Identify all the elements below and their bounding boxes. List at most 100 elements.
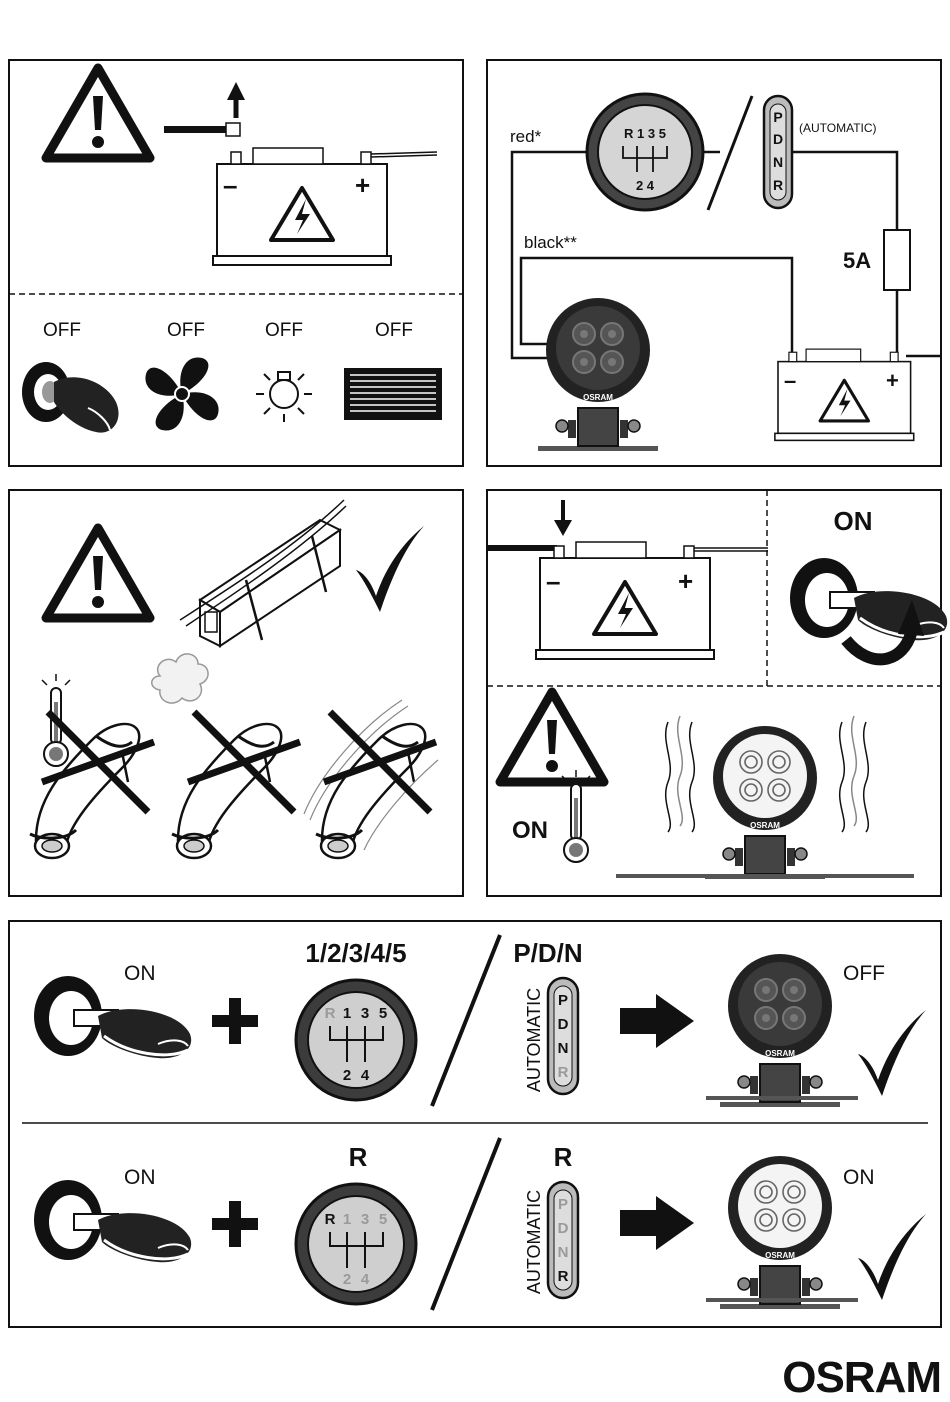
gear-title: 1/2/3/4/5 [305,938,406,968]
gear-letter-2: 2 [343,1271,351,1288]
gear-top-labels: R 1 3 5 [624,126,666,141]
automatic-selector-icon: P D N R [548,1182,578,1298]
ignition-key-icon [22,362,119,433]
fan-icon [145,357,218,430]
row-forward-gear: ON 1/2/3/4/5 R 1 3 5 2 4 P/D/N AUTOMATIC… [34,935,926,1107]
auto-letter-p: P [773,109,782,125]
automatic-selector-icon: P D N R [548,978,578,1094]
auto-letter-r: R [558,1064,569,1081]
battery-minus-label: – [223,170,237,200]
fan-off-label: OFF [167,320,205,341]
mount-line [706,1096,858,1100]
fuse-rating-label: 5A [843,248,871,273]
auto-title: P/D/N [513,938,582,968]
gear-letter-1: 1 [343,1005,351,1022]
auto-letter-d: D [773,131,783,147]
exhaust-steam-icon [152,654,208,703]
panel-frame [9,490,463,896]
lamp-brand-label: OSRAM [583,393,613,402]
cable-tied-to-frame-icon [180,500,346,646]
light-off-label: OFF [265,320,303,341]
automatic-vertical-label: AUTOMATIC [524,1190,544,1294]
battery-plus-label: + [886,368,899,393]
rear-window-heater-icon [344,368,442,420]
warning-icon [46,68,150,158]
manual-gear-knob-icon: R 1 3 5 2 4 [587,94,703,210]
warning-icon [46,528,150,618]
ignition-on-label: ON [124,1166,156,1189]
warning-icon [500,692,604,782]
ignition-on-label: ON [124,962,156,985]
red-wire-label: red* [510,127,542,146]
lamp-brand-label: OSRAM [750,821,780,830]
battery-icon: – + [536,542,768,659]
gear-bottom-labels: 2 4 [636,178,655,193]
work-lamp-icon: OSRAM [538,298,658,451]
auto-letter-d: D [558,1220,569,1237]
auto-letter-r: R [558,1268,569,1285]
automatic-vertical-label: AUTOMATIC [524,988,544,1092]
battery-icon: – + [213,148,437,265]
panel-disconnect-battery: – + OFF OFF OFF OFF [9,60,463,466]
gear-letter-2: 2 [343,1067,351,1084]
or-slash [432,1138,500,1310]
auto-letter-r: R [773,177,783,193]
or-slash [432,935,500,1106]
panel-function-test: ON 1/2/3/4/5 R 1 3 5 2 4 P/D/N AUTOMATIC… [9,921,941,1327]
ground-line [616,874,914,878]
automatic-label: (AUTOMATIC) [799,121,877,135]
lamp-brand-label: OSRAM [765,1251,795,1260]
auto-letter-n: N [558,1244,569,1261]
auto-letter-n: N [773,154,783,170]
ignition-key-turn-icon [790,558,947,659]
auto-letter-p: P [558,1196,568,1213]
auto-title: R [554,1142,573,1172]
battery-minus-label: – [784,368,796,393]
panel-cable-routing [9,490,463,896]
check-ok-icon [858,1010,926,1096]
work-lamp-lit-icon: OSRAM [705,726,825,879]
ignition-key-on-icon [34,1180,191,1262]
gear-letter-4: 4 [361,1067,370,1084]
heat-on-label: ON [512,817,548,844]
arrow-right-icon [620,994,694,1048]
manual-gear-knob-icon: R 1 3 5 2 4 [296,980,416,1100]
ignition-key-on-icon [34,976,191,1058]
gear-letter-1: 1 [343,1211,351,1228]
gear-letter-r: R [325,1211,336,1228]
manual-gear-knob-icon: R 1 3 5 2 4 [296,1184,416,1304]
gear-letter-3: 3 [361,1211,369,1228]
black-wire-label: black** [524,233,577,252]
battery-minus-label: – [546,566,560,596]
arrow-right-icon [620,1196,694,1250]
check-ok-icon [858,1214,926,1300]
automatic-selector-icon: P D N R [764,96,792,208]
gear-title: R [349,1142,368,1172]
heater-off-label: OFF [375,320,413,341]
negative-cable-reconnect-icon [487,500,572,551]
panel-wiring-diagram: red* black** R 1 3 5 2 4 P D N R (AUTOMA… [487,60,941,466]
lamp-brand-label: OSRAM [765,1049,795,1058]
lamp-off-label: OFF [843,962,885,985]
auto-letter-d: D [558,1016,569,1033]
lamp-on-label: ON [843,1166,875,1189]
battery-icon: – + [775,349,914,440]
auto-letter-n: N [558,1040,569,1057]
work-lamp-lit-icon: OSRAM [720,1156,840,1309]
mount-line [706,1298,858,1302]
ignition-off-label: OFF [43,320,81,341]
battery-plus-label: + [678,566,693,596]
plus-icon [212,1201,258,1247]
fuse-icon [884,230,910,290]
gear-letter-3: 3 [361,1005,369,1022]
work-lamp-off-icon: OSRAM [720,954,840,1107]
ignition-on-label: ON [834,506,873,536]
gear-letter-4: 4 [361,1271,370,1288]
row-reverse-gear: ON R R 1 3 5 2 4 R AUTOMATIC P D N [34,1138,926,1310]
light-bulb-icon [256,372,312,422]
gear-letter-5: 5 [379,1005,387,1022]
battery-plus-label: + [355,170,370,200]
plus-icon [212,998,258,1044]
gear-letter-r: R [325,1005,336,1022]
gear-letter-5: 5 [379,1211,387,1228]
